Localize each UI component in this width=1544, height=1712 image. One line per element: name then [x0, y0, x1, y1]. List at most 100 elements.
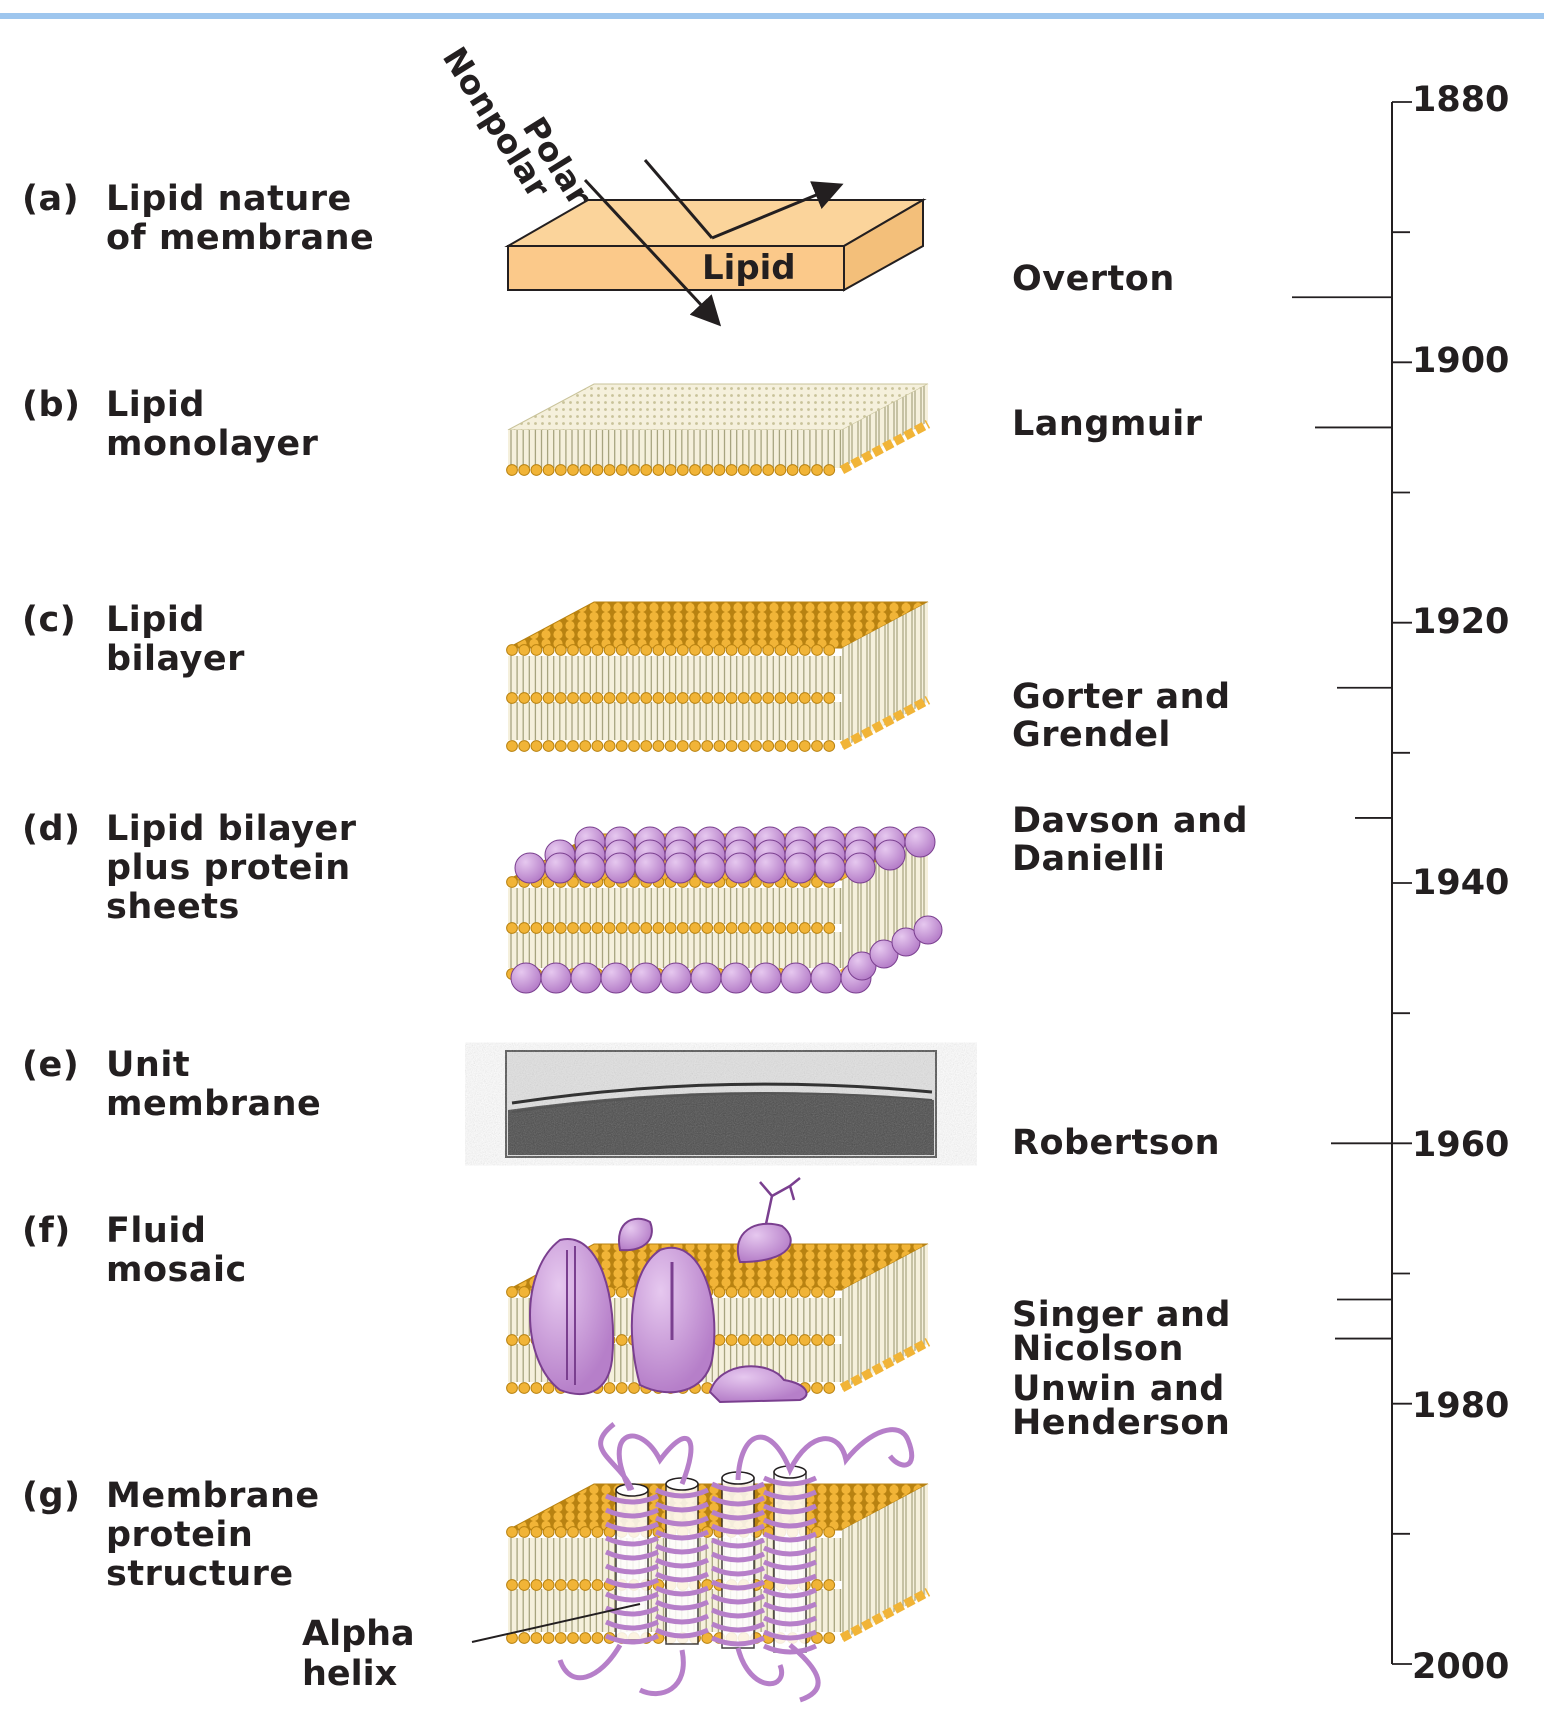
label-e-text: Unit membrane: [106, 1046, 321, 1124]
scientist-robertson: Robertson: [1012, 1124, 1220, 1162]
lipid-head: [568, 1527, 579, 1538]
lipid-head: [519, 1580, 530, 1591]
lipid-head: [824, 1383, 835, 1394]
glycan-chain: [760, 1178, 800, 1224]
lipid-head: [580, 741, 591, 752]
lipid-head: [677, 693, 688, 704]
scientist-overton: Overton: [1012, 260, 1175, 298]
lipid-head: [519, 693, 530, 704]
lipid-head: [568, 923, 579, 934]
lipid-head: [531, 1527, 542, 1538]
protein-sphere: [631, 963, 661, 993]
protein-sphere: [845, 853, 875, 883]
lipid-head: [580, 465, 591, 476]
lipid-head: [690, 465, 701, 476]
lipid-head: [799, 923, 810, 934]
lipid-head: [641, 645, 652, 656]
year-label-1880: 1880: [1412, 81, 1509, 119]
lipid-head: [763, 693, 774, 704]
lipid-head: [714, 741, 725, 752]
lipid-head: [726, 465, 737, 476]
lipid-head: [616, 645, 627, 656]
lipid-bilayer-lower-heads: [507, 741, 835, 752]
lipid-head: [738, 923, 749, 934]
lipid-head: [507, 1335, 518, 1346]
lipid-head: [507, 1580, 518, 1591]
lipid-head: [531, 1383, 542, 1394]
lipid-head: [763, 741, 774, 752]
lipid-head: [738, 693, 749, 704]
lipid-head: [580, 923, 591, 934]
lipid-head: [775, 741, 786, 752]
helix-bilayer: [472, 1424, 928, 1700]
lipid-head: [799, 693, 810, 704]
lipid-head: [824, 1580, 835, 1591]
protein-sphere: [815, 853, 845, 883]
protein-sphere: [575, 853, 605, 883]
alpha-helix-label: Alpha helix: [302, 1614, 415, 1694]
lipid-head: [580, 693, 591, 704]
monolayer-tails: [508, 430, 842, 468]
lipid-head: [519, 1335, 530, 1346]
extracellular-loops: [601, 1424, 912, 1490]
protein-sphere: [541, 963, 571, 993]
label-d-text: Lipid bilayer plus protein sheets: [106, 810, 357, 927]
lipid-head: [653, 693, 664, 704]
lipid-head: [824, 923, 835, 934]
lipid-head: [592, 1580, 603, 1591]
label-c-letter: (c): [22, 601, 76, 640]
lipid-head: [812, 645, 823, 656]
lipid-head: [677, 923, 688, 934]
lipid-head: [763, 465, 774, 476]
lipid-head: [726, 923, 737, 934]
lipid-bilayer: [507, 602, 928, 751]
lipid-head: [568, 741, 579, 752]
lipid-head: [824, 1335, 835, 1346]
protein-sheet-bilayer-middle-heads: [507, 923, 835, 934]
lipid-head: [775, 1287, 786, 1298]
protein-sphere: [905, 827, 935, 857]
lipid-head: [641, 923, 652, 934]
lipid-head: [555, 1633, 566, 1644]
lipid-head: [738, 1287, 749, 1298]
lipid-head: [580, 645, 591, 656]
lipid-head: [580, 1580, 591, 1591]
lipid-monolayer-group: [507, 384, 928, 475]
lipid-head: [775, 693, 786, 704]
lipid-head: [738, 645, 749, 656]
lipid-head: [812, 1287, 823, 1298]
unit-membrane-micrograph: [506, 1051, 936, 1157]
protein-sheet-bilayer-upper-tails: [508, 888, 842, 924]
lipid-head: [812, 923, 823, 934]
lipid-head: [616, 465, 627, 476]
protein-sphere: [511, 963, 541, 993]
lipid-head: [824, 693, 835, 704]
lipid-head: [641, 741, 652, 752]
lipid-head: [775, 1335, 786, 1346]
lipid-head: [738, 1335, 749, 1346]
lipid-head: [507, 1527, 518, 1538]
scientist-singer-nicolson: Singer and Nicolson: [1012, 1298, 1231, 1366]
lipid-head: [799, 645, 810, 656]
label-e-letter: (e): [22, 1046, 79, 1085]
lipid-head: [555, 645, 566, 656]
scientist-langmuir: Langmuir: [1012, 405, 1203, 443]
lipid-head: [592, 1633, 603, 1644]
lipid-head: [812, 741, 823, 752]
lipid-head: [519, 741, 530, 752]
lipid-head: [507, 741, 518, 752]
lipid-head: [616, 741, 627, 752]
protein-sphere: [605, 853, 635, 883]
scientist-davson-danielli: Davson and Danielli: [1012, 802, 1248, 878]
lipid-head: [531, 741, 542, 752]
lipid-head: [775, 645, 786, 656]
protein-sphere: [695, 853, 725, 883]
lipid-head: [726, 645, 737, 656]
lipid-head: [824, 645, 835, 656]
lipid-head: [592, 693, 603, 704]
lipid-head: [799, 1287, 810, 1298]
lipid-head: [763, 923, 774, 934]
lipid-head: [507, 693, 518, 704]
lipid-head: [592, 923, 603, 934]
lipid-head: [763, 645, 774, 656]
